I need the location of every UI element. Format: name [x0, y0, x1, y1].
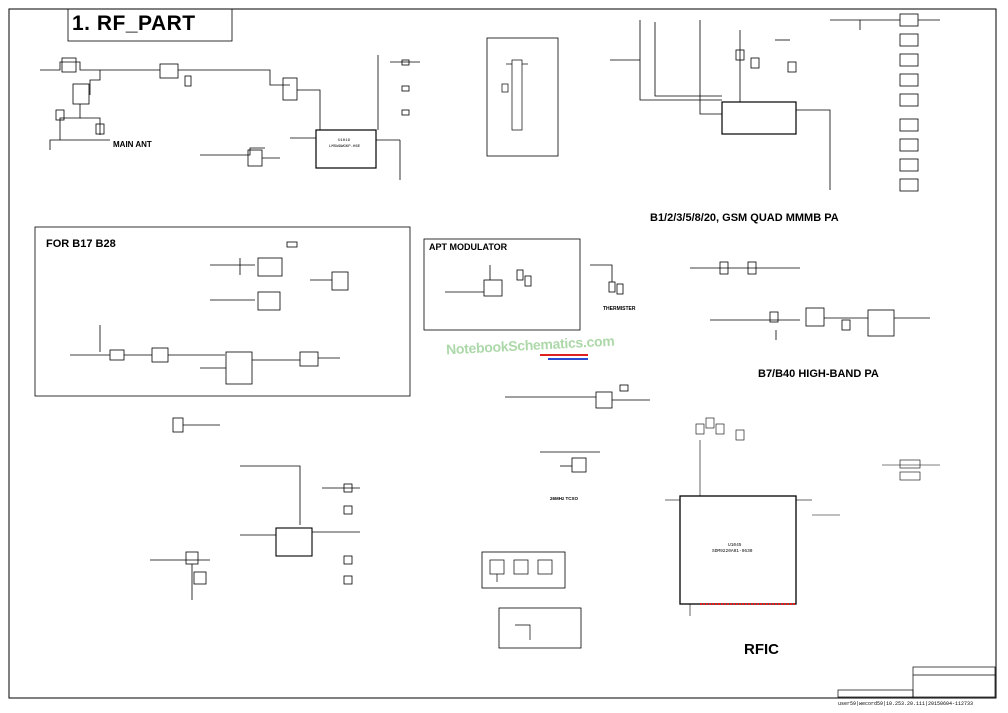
- apt-modulator-circuit: [445, 265, 532, 297]
- connector-component: [501, 59, 528, 131]
- section-b17-b28: FOR B17 B28: [46, 238, 116, 250]
- lower-left-circuit: [150, 417, 360, 600]
- section-b7b40-pa: B7/B40 HIGH-BAND PA: [758, 368, 879, 380]
- title-block: [837, 666, 996, 698]
- apt-modulator-box-frame: [423, 238, 581, 331]
- gsm-pa-circuit: [610, 13, 940, 192]
- title-box-frame: [67, 8, 233, 42]
- b17-b28-box-frame: [34, 226, 411, 397]
- b17-b28-circuit: [70, 241, 349, 385]
- section-main-ant: MAIN ANT: [113, 140, 152, 149]
- crystal-box-frame: [481, 551, 566, 589]
- u1045-part-number: SDM9220A01-9630: [712, 548, 753, 554]
- u1019-part-number: LMSW9WGKP-H6E: [329, 145, 361, 149]
- main-ant-circuit: [40, 55, 420, 180]
- u1045-ref: U1045: [728, 542, 742, 548]
- crystal-components: [489, 559, 553, 582]
- watermark-stripe-blue: [548, 358, 588, 360]
- section-rfic: RFIC: [744, 641, 779, 658]
- sheet-title: 1. RF_PART: [72, 12, 196, 35]
- small-box-frame: [498, 607, 582, 649]
- thermistor-circuit: [590, 264, 624, 295]
- section-thermistor: THERMISTER: [603, 306, 636, 312]
- small-box-components: [515, 624, 531, 640]
- footer-code: user59|wecord59|10.253.20.111|20150604-1…: [838, 701, 974, 707]
- section-tcxo: 26MHz TCXO: [550, 496, 579, 501]
- b7b40-pa-circuit: [690, 261, 930, 340]
- watermark-stripe-red: [540, 354, 588, 356]
- section-gsm-pa: B1/2/3/5/8/20, GSM QUAD MMMB PA: [650, 212, 839, 224]
- connector-box-frame: [486, 37, 559, 157]
- sheet-border: [8, 8, 997, 699]
- tcxo-circuit: [540, 451, 600, 473]
- section-apt-modulator: APT MODULATOR: [429, 242, 508, 252]
- rfic-pins: [665, 417, 940, 616]
- u1019-ref: U1019: [338, 139, 351, 143]
- mid-circuit: [505, 384, 650, 409]
